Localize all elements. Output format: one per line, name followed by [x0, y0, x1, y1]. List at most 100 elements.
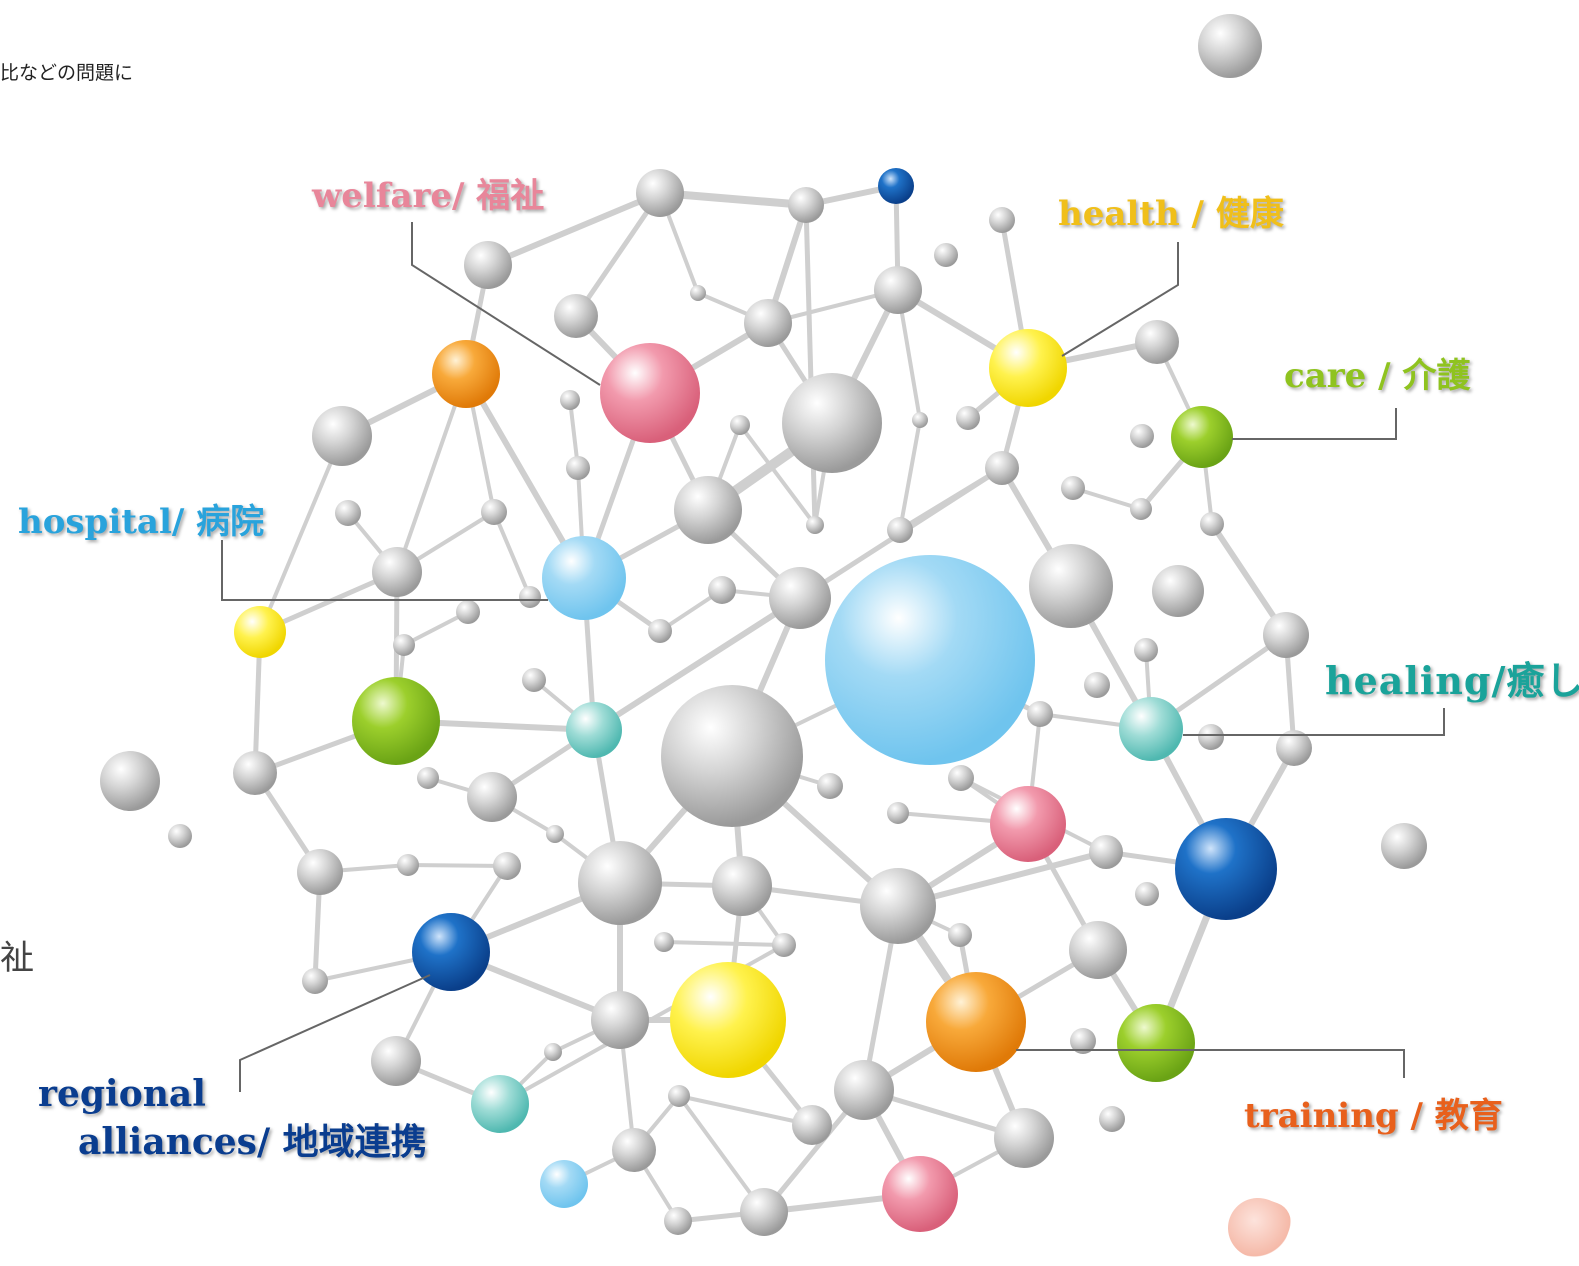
network-edge: [591, 595, 803, 733]
gray-sphere-node: [654, 932, 674, 952]
green-sphere-node: [1117, 1004, 1195, 1082]
gray-sphere-node: [740, 1188, 788, 1236]
label-care: care / 介護: [1284, 356, 1471, 396]
lightblue-sphere-node: [542, 536, 626, 620]
leader-line-care: [1232, 408, 1397, 440]
network-edge: [656, 189, 810, 209]
network-edge: [395, 372, 468, 574]
gray-sphere-node: [1198, 724, 1224, 750]
gray-sphere-node: [792, 1105, 832, 1145]
leader-line-hospital: [221, 540, 548, 601]
gray-sphere-node: [806, 516, 824, 534]
label-welfare: welfare/ 福祉: [312, 176, 545, 216]
gray-sphere-node: [817, 773, 843, 799]
label-healing: healing/癒し: [1325, 658, 1579, 703]
gray-sphere-node: [467, 772, 517, 822]
network-edge: [662, 940, 786, 947]
gray-sphere-node: [100, 751, 160, 811]
gray-sphere-node: [297, 849, 343, 895]
gray-sphere-node: [934, 243, 958, 267]
gray-sphere-node: [566, 456, 590, 480]
gray-sphere-node: [636, 169, 684, 217]
gray-sphere-node: [335, 500, 361, 526]
gray-sphere-node: [464, 241, 512, 289]
network-edge: [485, 190, 663, 268]
gray-sphere-node: [712, 856, 772, 916]
leader-line-regional: [239, 974, 431, 1092]
gray-sphere-node: [887, 802, 909, 824]
leader-lines: [221, 222, 1445, 1092]
gray-sphere-node: [772, 933, 796, 957]
network-edge: [402, 610, 470, 647]
leader-line-health: [1061, 242, 1179, 357]
pink-sphere-node: [600, 343, 700, 443]
orange-sphere-node: [926, 972, 1026, 1072]
yellow-sphere-node: [234, 606, 286, 658]
gray-sphere-node: [1029, 544, 1113, 628]
teal-sphere-node: [1119, 697, 1183, 761]
gray-sphere-node: [554, 294, 598, 338]
gray-sphere-node: [233, 751, 277, 795]
gray-sphere-node: [493, 852, 521, 880]
network-edge: [803, 202, 818, 528]
blue-sphere-node: [1175, 818, 1277, 920]
green-sphere-node: [352, 677, 440, 765]
leader-line-welfare: [411, 222, 601, 386]
gray-sphere-node: [1130, 424, 1154, 448]
gray-sphere-node: [985, 451, 1019, 485]
gray-sphere-node: [989, 207, 1015, 233]
gray-sphere-node: [1381, 823, 1427, 869]
gray-sphere-node: [674, 476, 742, 544]
teal-sphere-node: [471, 1075, 529, 1133]
gray-sphere-node: [948, 765, 974, 791]
label-health: health / 健康: [1058, 194, 1284, 234]
gray-sphere-node: [708, 576, 736, 604]
gray-sphere-node: [578, 841, 662, 925]
lightblue-sphere-node: [825, 555, 1035, 765]
gray-sphere-node: [1135, 882, 1159, 906]
gray-sphere-node: [956, 406, 980, 430]
gray-sphere-node: [912, 412, 928, 428]
gray-sphere-node: [1135, 320, 1179, 364]
gray-sphere-node: [591, 991, 649, 1049]
gray-sphere-node: [481, 499, 507, 525]
gray-sphere-node: [522, 668, 546, 692]
gray-sphere-node: [1198, 14, 1262, 78]
label-training: training / 教育: [1244, 1096, 1503, 1136]
gray-sphere-node: [1069, 921, 1127, 979]
gray-sphere-node: [994, 1108, 1054, 1168]
gray-sphere-node: [612, 1128, 656, 1172]
gray-sphere-node: [393, 634, 415, 656]
label-regional-line2: alliances/ 地域連携: [78, 1121, 427, 1163]
gray-sphere-node: [834, 1060, 894, 1120]
label-regional-alliances: regional alliances/ 地域連携: [38, 1070, 427, 1166]
gray-sphere-node: [1263, 612, 1309, 658]
gray-sphere-node: [887, 517, 913, 543]
network-edge: [738, 423, 817, 527]
gray-sphere-node: [1089, 835, 1123, 869]
leader-line-healing: [1183, 708, 1445, 736]
truncated-char-fragment: 祉: [0, 938, 34, 978]
gray-sphere-node: [782, 373, 882, 473]
lightblue-sphere-node: [540, 1160, 588, 1208]
gray-sphere-node: [560, 390, 580, 410]
network-edge: [406, 863, 509, 868]
green-sphere-node: [1171, 406, 1233, 468]
network-nodes: [100, 14, 1427, 1236]
gray-sphere-node: [1070, 1028, 1096, 1054]
gray-sphere-node: [730, 415, 750, 435]
gray-sphere-node: [371, 1036, 421, 1086]
gray-sphere-node: [372, 547, 422, 597]
gray-sphere-node: [1276, 730, 1312, 766]
gray-sphere-node: [648, 619, 672, 643]
gray-sphere-node: [302, 968, 328, 994]
gray-sphere-node: [788, 187, 824, 223]
gray-sphere-node: [417, 767, 439, 789]
gray-sphere-node: [1134, 638, 1158, 662]
gray-sphere-node: [1200, 512, 1224, 536]
gray-sphere-node: [397, 854, 419, 876]
pink-sphere-node: [882, 1156, 958, 1232]
gray-sphere-node: [769, 567, 831, 629]
gray-sphere-node: [860, 868, 936, 944]
yellow-sphere-node: [989, 329, 1067, 407]
